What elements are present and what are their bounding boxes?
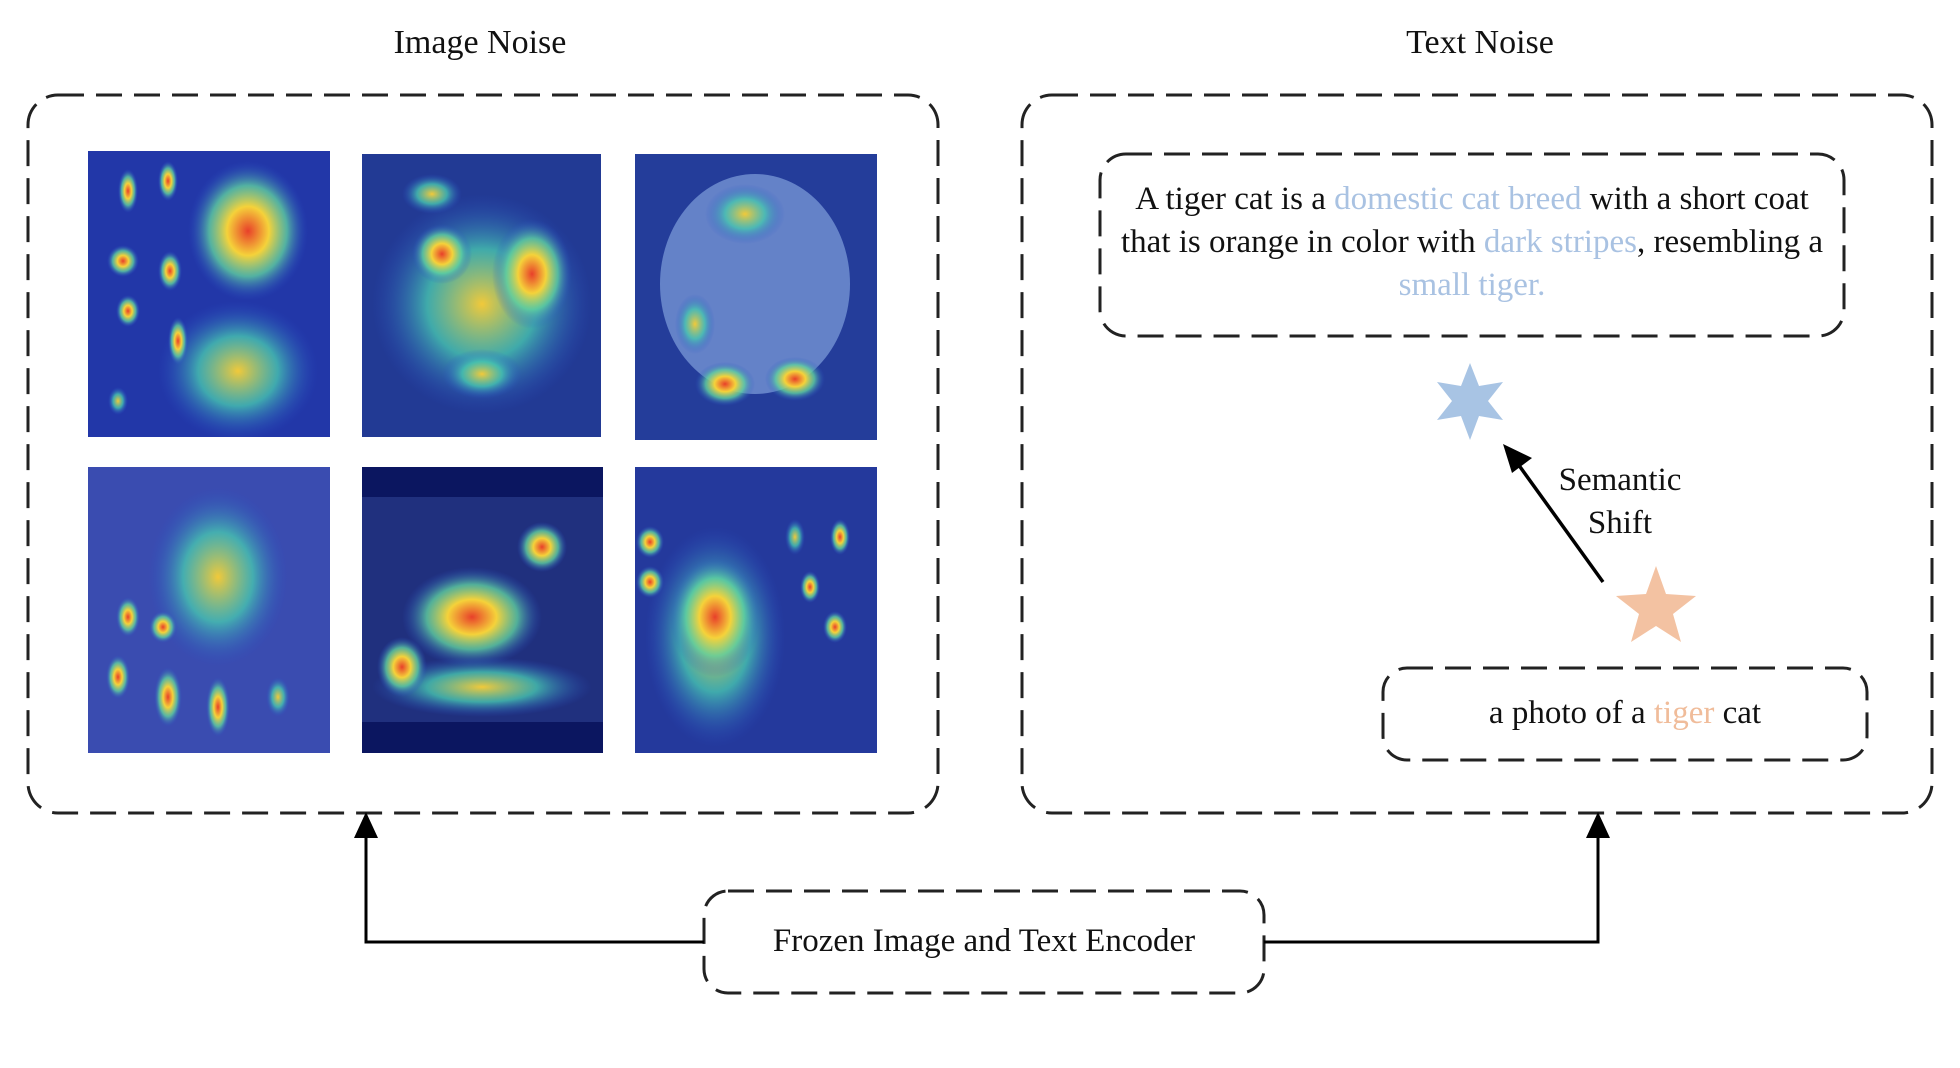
original-star-icon xyxy=(1616,566,1696,642)
prompt-part: cat xyxy=(1714,695,1762,731)
prompt-part: a photo of a xyxy=(1488,695,1654,731)
heatmap-dog-thumbnail xyxy=(362,154,601,437)
description-highlight: small tiger. xyxy=(1398,267,1546,303)
semantic-shift-line1: Semantic xyxy=(1558,462,1682,498)
description-text: A tiger cat is a xyxy=(1135,181,1335,217)
text-noise-box xyxy=(1020,93,1934,815)
heatmap-dog-icon xyxy=(362,467,603,753)
prompt-highlight: tiger xyxy=(1653,695,1715,731)
semantic-shift-arrow xyxy=(1516,462,1605,584)
text-noise-title: Text Noise xyxy=(1406,24,1554,61)
encoder-to-text-arrow xyxy=(1264,832,1600,944)
heatmap-dog-icon xyxy=(362,154,601,437)
semantic-shift-line2: Shift xyxy=(1587,505,1653,541)
image-noise-box xyxy=(26,93,940,815)
heatmap-cat-icon xyxy=(88,467,330,753)
prompt-box xyxy=(1381,666,1869,762)
heatmap-cat-icon xyxy=(635,467,877,753)
description-text: with a short coat that is orange in colo… xyxy=(1121,181,1809,260)
prompt-text: a photo of a tiger cat xyxy=(1383,692,1867,735)
heatmap-cat-thumbnail xyxy=(88,151,330,437)
heatmap-dog-thumbnail xyxy=(635,154,877,440)
heatmap-cat-thumbnail xyxy=(635,467,877,753)
encoder-label: Frozen Image and Text Encoder xyxy=(772,923,1196,959)
heatmap-dog-thumbnail xyxy=(362,467,603,753)
description-highlight: dark stripes xyxy=(1483,224,1637,260)
semantic-shift-label: Semantic Shift xyxy=(1520,459,1720,545)
description-text: , resembling a xyxy=(1636,224,1823,260)
class-description: A tiger cat is a domestic cat breed with… xyxy=(1110,178,1834,307)
image-noise-title: Image Noise xyxy=(393,24,567,61)
description-box xyxy=(1098,152,1846,338)
heatmap-dog-icon xyxy=(635,154,877,440)
encoder-to-image-arrow xyxy=(364,832,704,944)
heatmap-cat-icon xyxy=(88,151,330,437)
shifted-star-icon xyxy=(1437,363,1503,440)
heatmap-cat-thumbnail xyxy=(88,467,330,753)
description-highlight: domestic cat breed xyxy=(1334,181,1582,217)
